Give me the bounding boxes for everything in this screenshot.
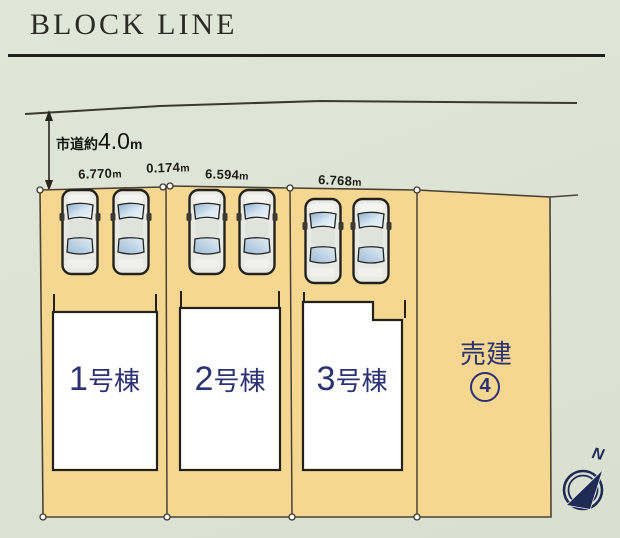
road-width-prefix: 市道約 [56,136,98,152]
page-title: BLOCK LINE [30,8,238,41]
building-3-footprint [301,300,404,472]
building-3-label: 3号棟 [316,360,388,398]
car-icon [235,188,279,276]
dimension-line-extension [549,194,579,198]
road-width-value: 4.0 [98,128,130,154]
building-2-label: 2号棟 [194,360,266,398]
building-1-footprint [51,310,159,472]
car-icon [185,188,229,276]
road-width-unit: m [129,136,143,152]
building-2-footprint [178,306,282,472]
lot-dividers [165,187,418,518]
lot4-sale-label: 売建 [459,339,512,369]
car-icon [109,188,153,276]
lot4-number-badge: 4 [470,372,500,402]
compass-icon [562,469,604,511]
title-divider [8,54,605,57]
road-edge-line [24,99,578,115]
measurement-lot1: 6.770m [77,165,123,182]
building-1-label: 1号棟 [69,360,140,398]
measurement-gap: 0.174m [145,159,191,176]
car-icon [301,197,345,285]
car-icon [349,197,393,285]
measurement-lot2: 6.594m [204,166,249,183]
road-width-label: 市道約4.0m [56,128,142,155]
survey-point-markers [36,182,421,521]
road-width-arrow [45,110,53,191]
measurement-lot3: 6.768m [317,172,363,189]
car-icon [58,188,102,276]
building-corner-stubs [53,291,406,318]
